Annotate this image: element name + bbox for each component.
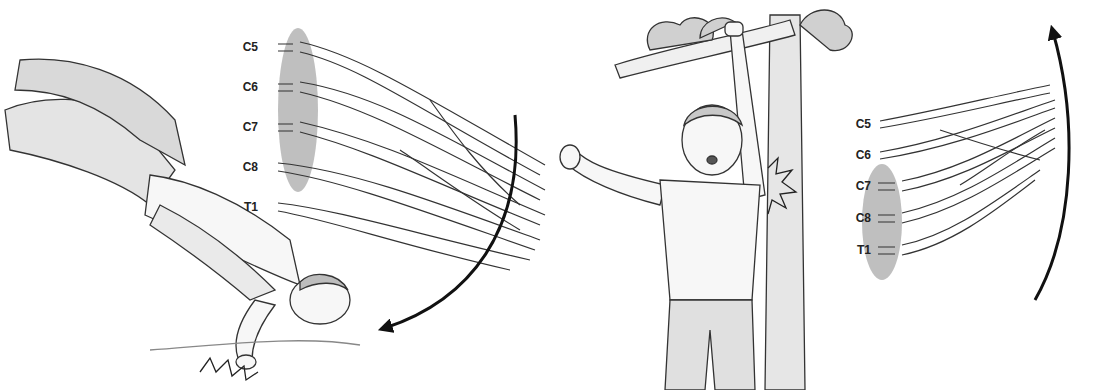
nerve-root-label: C6 [243, 81, 258, 93]
nerve-root-label: C8 [243, 161, 258, 173]
brachial-plexus-lower-injury-part [880, 100, 1055, 159]
nerve-root-label: C8 [856, 212, 871, 224]
hanging-boy-part [560, 145, 580, 169]
brachial-plexus-upper-injury-part [300, 42, 545, 175]
brachial-plexus-lower-injury-part [878, 183, 895, 190]
brachial-plexus-upper-injury-part [400, 100, 520, 230]
hanging-boy-part [665, 300, 755, 390]
brachial-plexus-lower-injury [862, 85, 1055, 280]
hanging-boy-part [768, 158, 796, 214]
hanging-boy-part [684, 106, 742, 125]
nerve-root-label: T1 [244, 201, 258, 213]
nerve-root-label: C5 [243, 41, 258, 53]
brachial-plexus-upper-injury-part [278, 124, 293, 131]
hanging-boy-part [707, 156, 717, 164]
hanging-boy-part [660, 180, 760, 300]
hanging-boy-part [725, 22, 743, 36]
hanging-boy-part [568, 150, 665, 205]
brachial-plexus-lower-injury-part [902, 118, 1055, 191]
brachial-plexus-upper-injury-part [300, 82, 545, 200]
hanging-boy-part [682, 105, 742, 175]
nerve-root-label: C7 [856, 180, 871, 192]
fallen-boy-part [200, 358, 258, 380]
brachial-plexus-upper-injury-part [278, 44, 293, 51]
fallen-boy-part [150, 205, 275, 300]
brachial-plexus-upper-injury [278, 28, 545, 270]
brachial-plexus-lower-injury-part [878, 215, 895, 222]
fallen-boy-part [150, 341, 360, 350]
fallen-boy-part [15, 59, 185, 165]
tree-part [765, 15, 805, 390]
fallen-boy-part [300, 274, 348, 290]
nerve-root-label: C5 [856, 118, 871, 130]
fallen-boy-part [236, 300, 275, 360]
brachial-plexus-lower-injury-part [902, 138, 1055, 223]
brachial-plexus-lower-injury-part [878, 247, 895, 254]
hanging-boy [560, 22, 796, 390]
brachial-plexus-lower-injury-part [940, 130, 1045, 185]
motion-arrow [385, 115, 516, 328]
brachial-plexus-lower-injury-part [902, 170, 1040, 255]
fallen-boy-part [236, 355, 256, 369]
brachial-plexus-lower-injury-part [880, 85, 1050, 128]
brachial-plexus-upper-injury-part [278, 84, 293, 91]
nerve-root-label: T1 [857, 244, 871, 256]
tree-part [800, 10, 852, 51]
nerve-root-label: C6 [856, 149, 871, 161]
brachial-plexus-upper-injury-part [278, 163, 540, 250]
motion-arrow [1035, 32, 1069, 300]
nerve-root-label: C7 [243, 121, 258, 133]
